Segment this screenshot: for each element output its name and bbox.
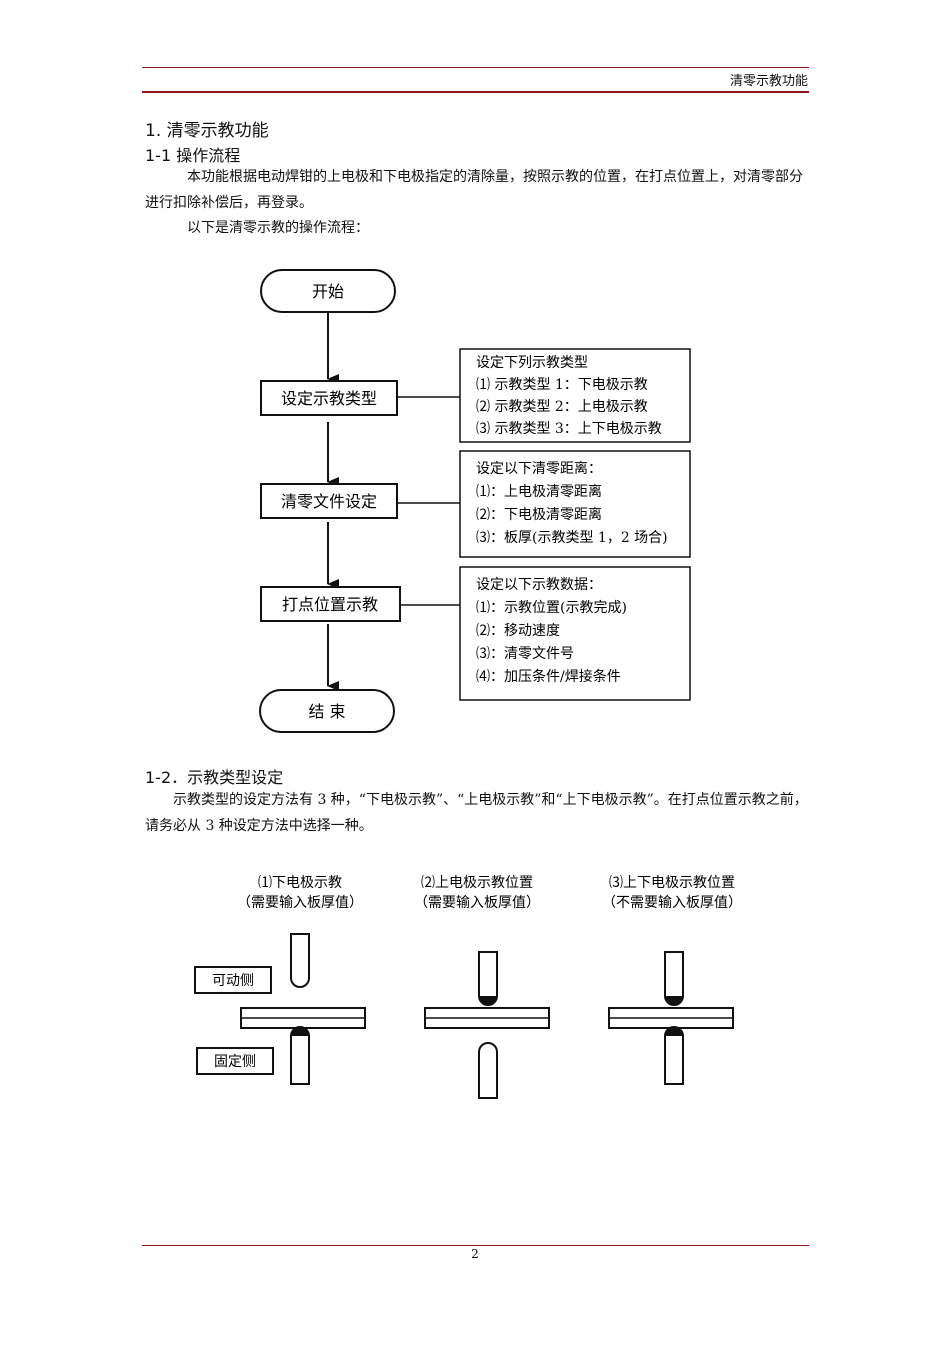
teach-data-box-line: ⑴：示教位置(示教完成) (476, 600, 627, 616)
fixed-side-box (196, 1047, 274, 1075)
teach-type-paragraph: 示教类型的设定方法有 3 种，“下电极示教”、“上电极示教”和“上下电极示教”。… (145, 792, 808, 834)
teach-type-box-title: 设定下列示教类型 (476, 355, 588, 371)
subsection-heading-2: 1-2．示教类型设定 (145, 768, 284, 787)
teach-type-box-line: ⑴ 示教类型 1：下电极示教 (476, 377, 648, 393)
flow-step-point-teach-label: 打点位置示教 (282, 595, 378, 614)
teach-data-box-line: ⑵：移动速度 (476, 623, 560, 639)
flow-end-node (259, 689, 395, 733)
movable-side-label: 可动侧 (212, 973, 254, 989)
upper-electrode-tip (479, 996, 497, 1005)
flow-step-file-setting-label: 清零文件设定 (281, 492, 377, 511)
teach-type-box-line: ⑵ 示教类型 2：上电极示教 (476, 399, 648, 415)
clear-distance-box-line: ⑶：板厚(示教类型 1，2 场合) (476, 530, 668, 546)
clear-distance-box-title: 设定以下清零距离： (476, 460, 602, 477)
lower-electrode (478, 1042, 498, 1099)
flow-step-file-setting (260, 483, 398, 519)
header-rule-thick (142, 91, 809, 93)
footer-rule (142, 1245, 809, 1246)
clear-distance-box-line: ⑵：下电极清零距离 (476, 506, 602, 523)
diagram-label-lower: ⑴下电极示教 (258, 875, 342, 891)
flow-step-set-type (260, 380, 398, 416)
teach-data-box-line: ⑷：加压条件/焊接条件 (476, 668, 621, 685)
operation-flowchart: 开始 设定示教类型 清零文件设定 打点位置示教 结 束 设定下列示教类型 ⑴ 示… (259, 269, 691, 733)
teach-data-box (459, 566, 691, 701)
flow-step-point-teach (260, 586, 401, 622)
flow-end-label: 结 束 (308, 702, 345, 721)
section-heading: 1. 清零示教功能 (145, 121, 269, 141)
flow-start-node (260, 269, 396, 313)
flow-intro-paragraph: 以下是清零示教的操作流程： (187, 220, 369, 236)
clear-distance-box-line: ⑴：上电极清零距离 (476, 483, 602, 500)
electrode-diagram: ⑴下电极示教 （需要输入板厚值） ⑵上电极示教位置 （需要输入板厚值） ⑶上下电… (194, 875, 742, 1099)
flow-step-set-type-label: 设定示教类型 (281, 389, 377, 408)
upper-electrode (290, 933, 310, 988)
diagram-note-upper: （需要输入板厚值） (414, 895, 540, 911)
lower-electrode-tip (291, 1027, 309, 1036)
teach-data-box-title: 设定以下示教数据： (476, 577, 602, 593)
movable-side-box (194, 966, 272, 994)
page-number: 2 (471, 1247, 479, 1261)
upper-electrode-tip (665, 996, 683, 1005)
intro-paragraph: 本功能根据电动焊钳的上电极和下电极指定的清除量，按照示教的位置，在打点位置上，对… (145, 169, 803, 211)
diagram-note-lower: （需要输入板厚值） (237, 895, 363, 911)
teach-type-box (459, 348, 691, 443)
fixed-side-label: 固定侧 (214, 1054, 256, 1070)
diagram-note-both: （不需要输入板厚值） (602, 895, 742, 911)
diagram-label-upper: ⑵上电极示教位置 (421, 875, 533, 891)
subsection-heading: 1-1 操作流程 (145, 146, 241, 165)
lower-electrode-tip (665, 1027, 683, 1036)
diagram-label-both: ⑶上下电极示教位置 (609, 875, 735, 891)
flow-start-label: 开始 (312, 282, 344, 301)
header-title: 清零示教功能 (729, 74, 808, 89)
header-rule-thin (142, 67, 809, 68)
teach-data-box-line: ⑶：清零文件号 (476, 646, 574, 662)
teach-type-box-line: ⑶ 示教类型 3：上下电极示教 (476, 421, 662, 437)
clear-distance-box (459, 450, 691, 558)
